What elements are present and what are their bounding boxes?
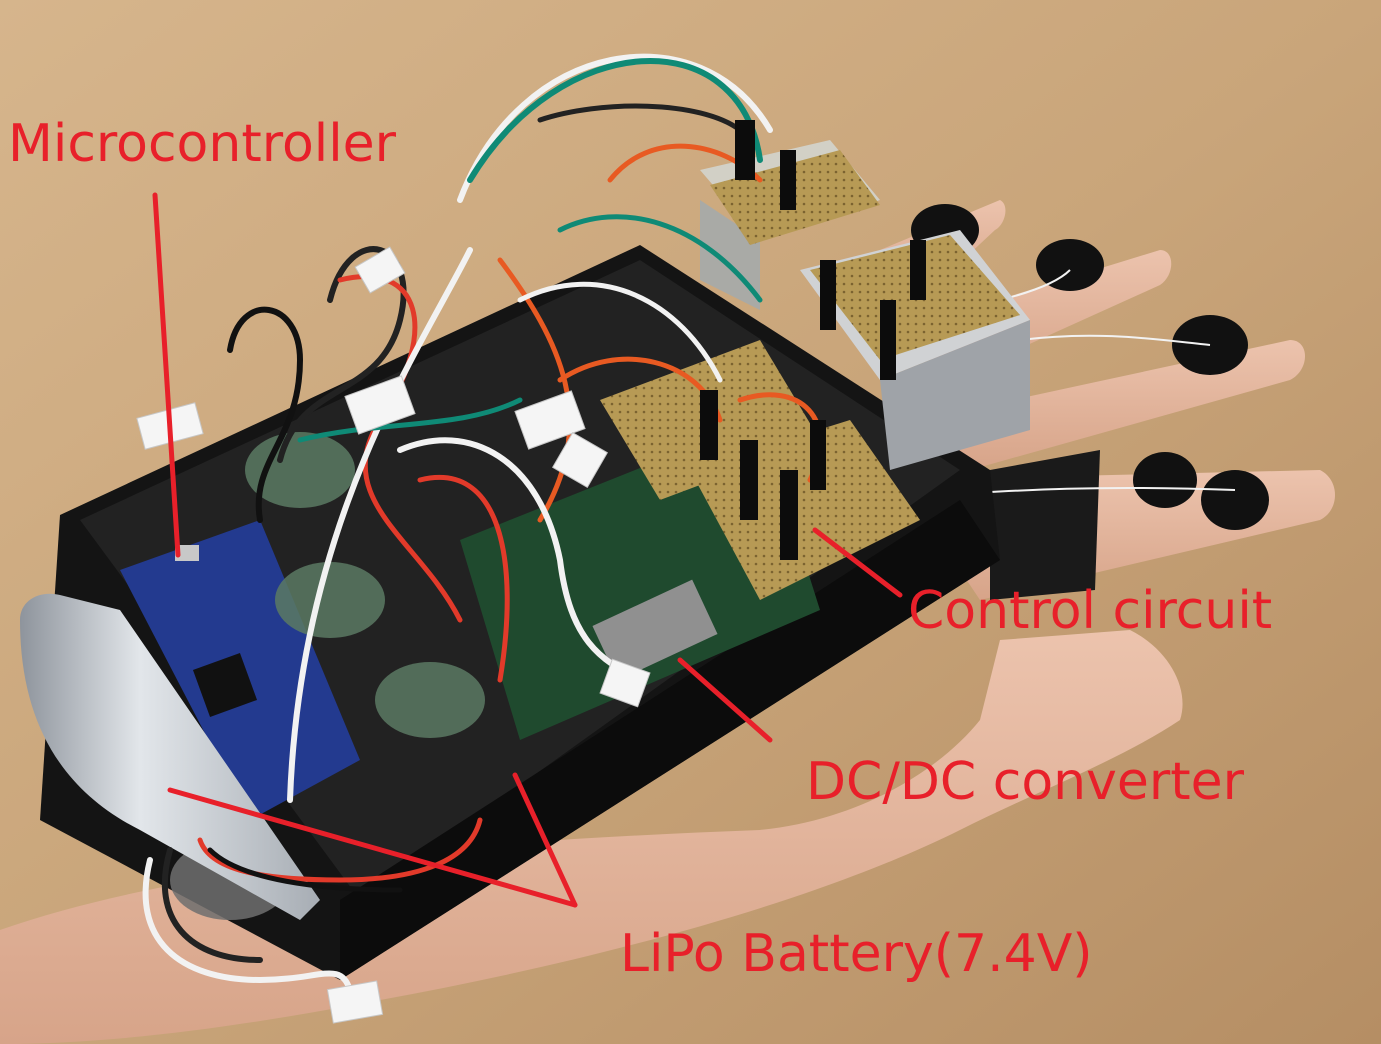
control-circuit-pointer (812, 527, 903, 598)
microcontroller-board (120, 520, 360, 820)
battery-pointer-right (512, 772, 578, 908)
microcontroller-label: Microcontroller (8, 114, 397, 174)
dcdc-converter-pointer (677, 657, 773, 743)
control-circuit-label: Control circuit (908, 581, 1273, 641)
lipo-battery (20, 593, 320, 920)
wires (142, 53, 823, 993)
pin-headers (700, 120, 926, 560)
microcontroller-pointer (152, 192, 181, 558)
lipo-battery-label: LiPo Battery(7.4V) (620, 924, 1093, 984)
annotation-arrows (152, 192, 903, 908)
dcdc-module (592, 579, 718, 681)
connectors (136, 246, 651, 1024)
dcdc-converter-label: DC/DC converter (806, 752, 1245, 812)
battery-pointer-left (167, 787, 578, 908)
